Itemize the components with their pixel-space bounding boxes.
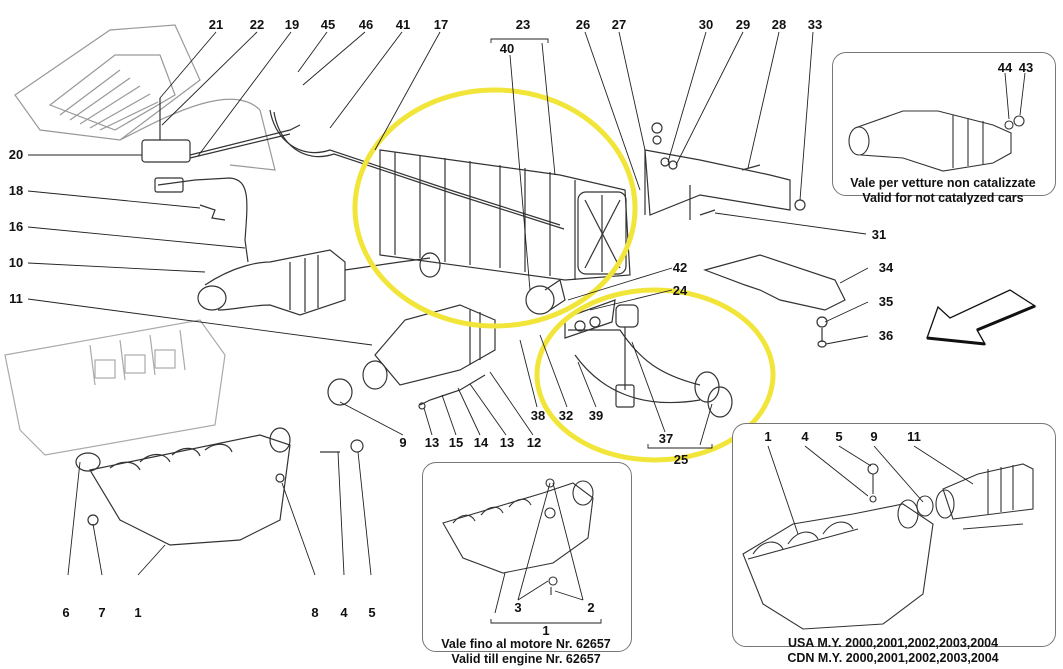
part-label-20: 20 bbox=[8, 147, 24, 162]
part-label-13a: 13 bbox=[424, 435, 440, 450]
part-label-1-inset: 1 bbox=[542, 623, 550, 638]
inset-usa-cdn: 1 4 5 9 11 bbox=[732, 423, 1056, 647]
highlight-tailpipes bbox=[534, 287, 776, 463]
cable-drawing bbox=[269, 109, 561, 226]
part-label-13b: 13 bbox=[499, 435, 515, 450]
part-label-35: 35 bbox=[878, 294, 894, 309]
part-label-10: 10 bbox=[8, 255, 24, 270]
part-label-31: 31 bbox=[871, 227, 887, 242]
lambda-cable-drawing bbox=[157, 177, 249, 263]
part-label-39: 39 bbox=[588, 408, 604, 423]
usa-caption: USA M.Y. 2000,2001,2002,2003,2004 bbox=[787, 636, 999, 650]
part-label-9: 9 bbox=[399, 435, 407, 450]
tailpipe-drawing bbox=[564, 299, 733, 418]
part-label-25: 25 bbox=[673, 452, 689, 467]
part-label-24: 24 bbox=[672, 283, 688, 298]
catalytic-converter-drawing bbox=[197, 249, 441, 316]
part-label-23-top: 23 bbox=[515, 17, 531, 32]
part-label-44: 44 bbox=[997, 60, 1013, 75]
part-label-26: 26 bbox=[575, 17, 591, 32]
till-engine-caption-it: Vale fino al motore Nr. 62657 bbox=[441, 637, 611, 651]
part-label-14: 14 bbox=[473, 435, 489, 450]
highlight-circles bbox=[352, 87, 776, 463]
arrow-left-down-icon bbox=[926, 289, 1037, 346]
silencer-drawing bbox=[379, 149, 631, 315]
bracket-drawing bbox=[644, 122, 806, 220]
part-label-34: 34 bbox=[878, 260, 894, 275]
cdn-caption: CDN M.Y. 2000,2001,2002,2003,2004 bbox=[787, 651, 999, 665]
till-engine-caption-en: Valid till engine Nr. 62657 bbox=[451, 652, 601, 666]
part-label-40: 40 bbox=[499, 41, 515, 56]
part-label-28: 28 bbox=[771, 17, 787, 32]
part-label-33: 33 bbox=[807, 17, 823, 32]
usa-manifold-inset-drawing bbox=[742, 445, 1034, 630]
part-label-21: 21 bbox=[208, 17, 224, 32]
inset-caption-it: Vale per vetture non catalizzate bbox=[850, 176, 1036, 190]
inset-till-engine: 3 2 1 bbox=[422, 462, 632, 652]
exhaust-manifold-drawing bbox=[75, 427, 364, 546]
part-label-32: 32 bbox=[558, 408, 574, 423]
inset-caption-en: Valid for not catalyzed cars bbox=[862, 191, 1024, 205]
engine-block-drawing bbox=[4, 319, 226, 456]
downpipe-drawing bbox=[327, 304, 496, 410]
part-label-7: 7 bbox=[98, 605, 106, 620]
part-label-4: 4 bbox=[340, 605, 348, 620]
part-label-27: 27 bbox=[611, 17, 627, 32]
part-label-22: 22 bbox=[249, 17, 265, 32]
part-label-46: 46 bbox=[358, 17, 374, 32]
part-label-1: 1 bbox=[134, 605, 142, 620]
inset-non-catalyzed: 44 43 bbox=[832, 52, 1056, 196]
part-label-42: 42 bbox=[672, 260, 688, 275]
part-label-15: 15 bbox=[448, 435, 464, 450]
sensor-module-drawing bbox=[141, 98, 301, 163]
part-label-8: 8 bbox=[311, 605, 319, 620]
part-label-41: 41 bbox=[395, 17, 411, 32]
part-label-1-usa: 1 bbox=[764, 429, 772, 444]
part-label-11: 11 bbox=[9, 291, 23, 306]
part-label-45: 45 bbox=[320, 17, 336, 32]
part-label-16: 16 bbox=[8, 219, 24, 234]
part-label-43: 43 bbox=[1018, 60, 1034, 75]
part-label-12: 12 bbox=[526, 435, 542, 450]
part-label-37: 37 bbox=[658, 431, 674, 446]
part-label-5: 5 bbox=[368, 605, 376, 620]
heat-shield-drawing bbox=[703, 254, 846, 311]
airbox-drawing bbox=[14, 24, 276, 171]
part-label-11-usa: 11 bbox=[907, 429, 921, 444]
part-label-38: 38 bbox=[530, 408, 546, 423]
part-label-29: 29 bbox=[735, 17, 751, 32]
part-label-9-usa: 9 bbox=[870, 429, 878, 444]
part-label-6: 6 bbox=[62, 605, 70, 620]
part-label-17: 17 bbox=[433, 17, 449, 32]
leader-lines bbox=[27, 31, 869, 576]
part-label-5-usa: 5 bbox=[835, 429, 843, 444]
part-label-19: 19 bbox=[284, 17, 300, 32]
part-label-4-usa: 4 bbox=[801, 429, 809, 444]
part-label-2: 2 bbox=[587, 600, 595, 615]
catalyst-inset-drawing bbox=[848, 72, 1026, 172]
highlight-silencer bbox=[352, 87, 638, 329]
part-label-18: 18 bbox=[8, 183, 24, 198]
part-label-3: 3 bbox=[514, 600, 522, 615]
part-label-36: 36 bbox=[878, 328, 894, 343]
manifold-inset-drawing bbox=[442, 478, 602, 624]
part-label-30: 30 bbox=[698, 17, 714, 32]
